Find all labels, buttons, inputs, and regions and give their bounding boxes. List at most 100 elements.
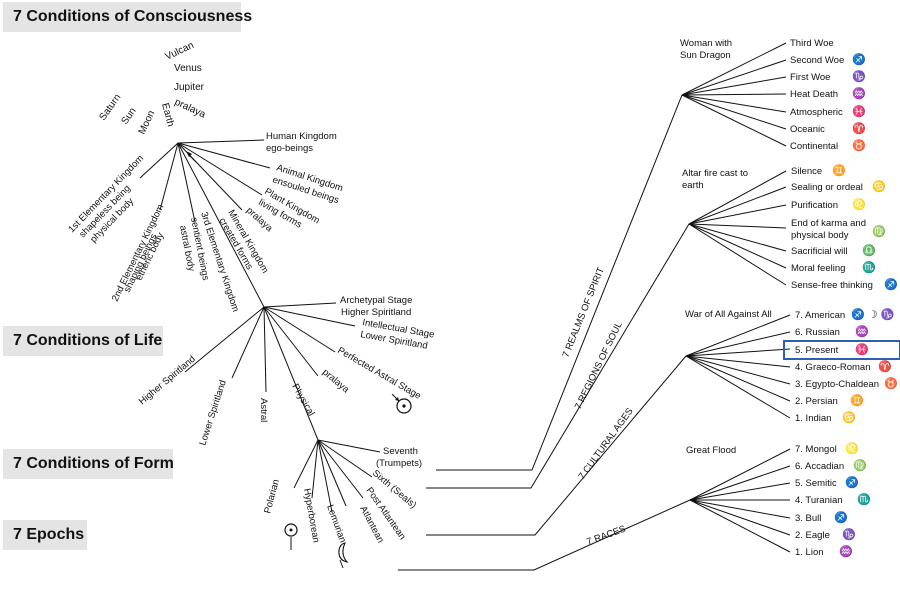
ages-item-russian: 6. Russian (795, 327, 840, 338)
soul-sign-6: ♏ (862, 261, 876, 274)
kingdom-human-line2: ego-beings (266, 143, 313, 154)
planet-saturn: Saturn (97, 92, 123, 122)
soul-item-sacrificial: Sacrificial will (791, 246, 847, 257)
ages-sign-1: ♐ ☽ ♑ (851, 308, 895, 321)
planet-sun: Sun (119, 106, 138, 127)
life-lower-spiritland: Lower Spiritland (197, 379, 229, 447)
ages-item-indian: 1. Indian (795, 413, 831, 424)
races-sign-7: ♒ (839, 545, 853, 558)
ages-sign-7: ♋ (842, 411, 856, 424)
heading-epochs: 7 Epochs (3, 520, 87, 550)
spirit-title-line1: Woman with (680, 38, 732, 49)
races-sign-2: ♍ (853, 459, 867, 472)
form-seventh-line1: Seventh (383, 446, 418, 457)
life-physical: Physical (289, 382, 316, 418)
races-item-lion: 1. Lion (795, 547, 824, 558)
spirit-sign-6: ♈ (852, 122, 866, 135)
ages-sign-4: ♈ (878, 360, 892, 373)
ages-sign-6: ♊ (850, 394, 864, 407)
ages-item-graeco-roman: 4. Graeco-Roman (795, 362, 871, 373)
spirit-sign-5: ♓ (852, 105, 866, 118)
soul-sign-5: ♎ (862, 244, 876, 257)
races-item-turanian: 4. Turanian (795, 495, 843, 506)
races-sign-5: ♐ (834, 511, 848, 524)
soul-item-sealing: Sealing or ordeal (791, 182, 863, 193)
sun-symbol (391, 393, 412, 414)
form-hyperborean: Hyperborean (301, 488, 321, 544)
soul-sign-4: ♍ (872, 225, 886, 238)
spirit-item-atmospheric: Atmospheric (790, 107, 843, 118)
spirit-title-line2: Sun Dragon (680, 50, 731, 61)
life-astral: Astral (258, 398, 269, 422)
life-archetypal-line2: Higher Spiritland (341, 307, 411, 318)
races-item-eagle: 2. Eagle (795, 530, 830, 541)
sun-symbol-small (284, 523, 298, 550)
races-item-bull: 3. Bull (795, 513, 821, 524)
connectors: 7 REALMS OF SPIRIT 7 REGIONS OF SOUL 7 C… (398, 94, 691, 571)
connector-label-ages: 7 CULTURAL AGES (577, 406, 636, 482)
spirit-sign-4: ♒ (852, 87, 866, 100)
heading-consciousness: 7 Conditions of Consciousness (3, 2, 252, 32)
soul-sign-2: ♋ (872, 180, 886, 193)
soul-item-silence: Silence (791, 166, 822, 177)
soul-item-sense-free: Sense-free thinking (791, 280, 873, 291)
races-sign-4: ♏ (857, 493, 871, 506)
spirit-item-continental: Continental (790, 141, 838, 152)
form-lemurian: Lemurian (324, 503, 348, 544)
connector-label-spirit: 7 REALMS OF SPIRIT (561, 266, 607, 359)
group-races: Great Flood 7. Mongol 6. Accadian 5. Sem… (686, 442, 871, 558)
soul-sign-3: ♌ (852, 198, 866, 211)
ages-sign-3: ♓ (855, 343, 869, 356)
ages-sign-5: ♉ (884, 377, 898, 390)
spirit-sign-2: ♐ (852, 53, 866, 66)
planet-vulcan: Vulcan (164, 40, 196, 63)
soul-title-line1: Altar fire cast to (682, 168, 748, 179)
races-item-mongol: 7. Mongol (795, 444, 837, 455)
life-perfected-astral: Perfected Astral Stage (336, 345, 423, 402)
spirit-item-second-woe: Second Woe (790, 55, 844, 66)
ages-item-american: 7. American (795, 310, 845, 321)
soul-title-line2: earth (682, 180, 704, 191)
group-spirit: Woman with Sun Dragon Third Woe Second W… (680, 38, 866, 152)
ages-item-egypto-chaldean: 3. Egypto-Chaldean (795, 379, 879, 390)
kingdom-human-line1: Human Kingdom (266, 131, 337, 142)
races-sign-6: ♑ (842, 528, 856, 541)
life-archetypal-line1: Archetypal Stage (340, 295, 412, 306)
consciousness-tree: Saturn Sun Moon Earth pralaya Jupiter Ve… (66, 40, 344, 313)
heading-life: 7 Conditions of Life (3, 326, 163, 356)
spirit-sign-7: ♉ (852, 139, 866, 152)
races-sign-1: ♌ (845, 442, 859, 455)
spirit-item-third-woe: Third Woe (790, 38, 834, 49)
planet-pralaya: pralaya (173, 97, 208, 121)
life-tree: Archetypal Stage Higher Spiritland Intel… (137, 295, 435, 447)
heading-form: 7 Conditions of Form (3, 449, 174, 479)
planet-moon: Moon (137, 109, 158, 136)
planet-jupiter: Jupiter (174, 82, 205, 93)
form-tree: Seventh (Trumpets) Sixth (Seals) Post At… (262, 439, 422, 569)
group-ages: War of All Against All 7. American 6. Ru… (685, 308, 900, 424)
connector-label-races: 7 RACES (585, 524, 627, 548)
form-seventh-line2: (Trumpets) (376, 458, 422, 469)
races-item-semitic: 5. Semitic (795, 478, 837, 489)
highlight-present (783, 340, 900, 360)
spirit-item-first-woe: First Woe (790, 72, 830, 83)
ages-sign-2: ♒ (855, 325, 869, 338)
soul-item-end-karma-line2: physical body (791, 230, 849, 241)
life-pralaya: pralaya (320, 367, 351, 396)
soul-item-purification: Purification (791, 200, 838, 211)
soul-item-end-karma-line1: End of karma and (791, 218, 866, 229)
soul-sign-1: ♊ (832, 164, 846, 177)
ages-title: War of All Against All (685, 309, 772, 320)
ages-item-present: 5. Present (795, 345, 839, 356)
races-item-accadian: 6. Accadian (795, 461, 844, 472)
spirit-sign-3: ♑ (852, 70, 866, 83)
form-polarian: Polarian (262, 478, 282, 515)
races-title: Great Flood (686, 445, 736, 456)
spirit-item-oceanic: Oceanic (790, 124, 825, 135)
soul-sign-7: ♐ (884, 278, 898, 291)
ages-item-persian: 2. Persian (795, 396, 838, 407)
planet-venus: Venus (174, 63, 202, 74)
group-soul: Altar fire cast to earth Silence Sealing… (682, 164, 898, 291)
spirit-item-heat-death: Heat Death (790, 89, 838, 100)
